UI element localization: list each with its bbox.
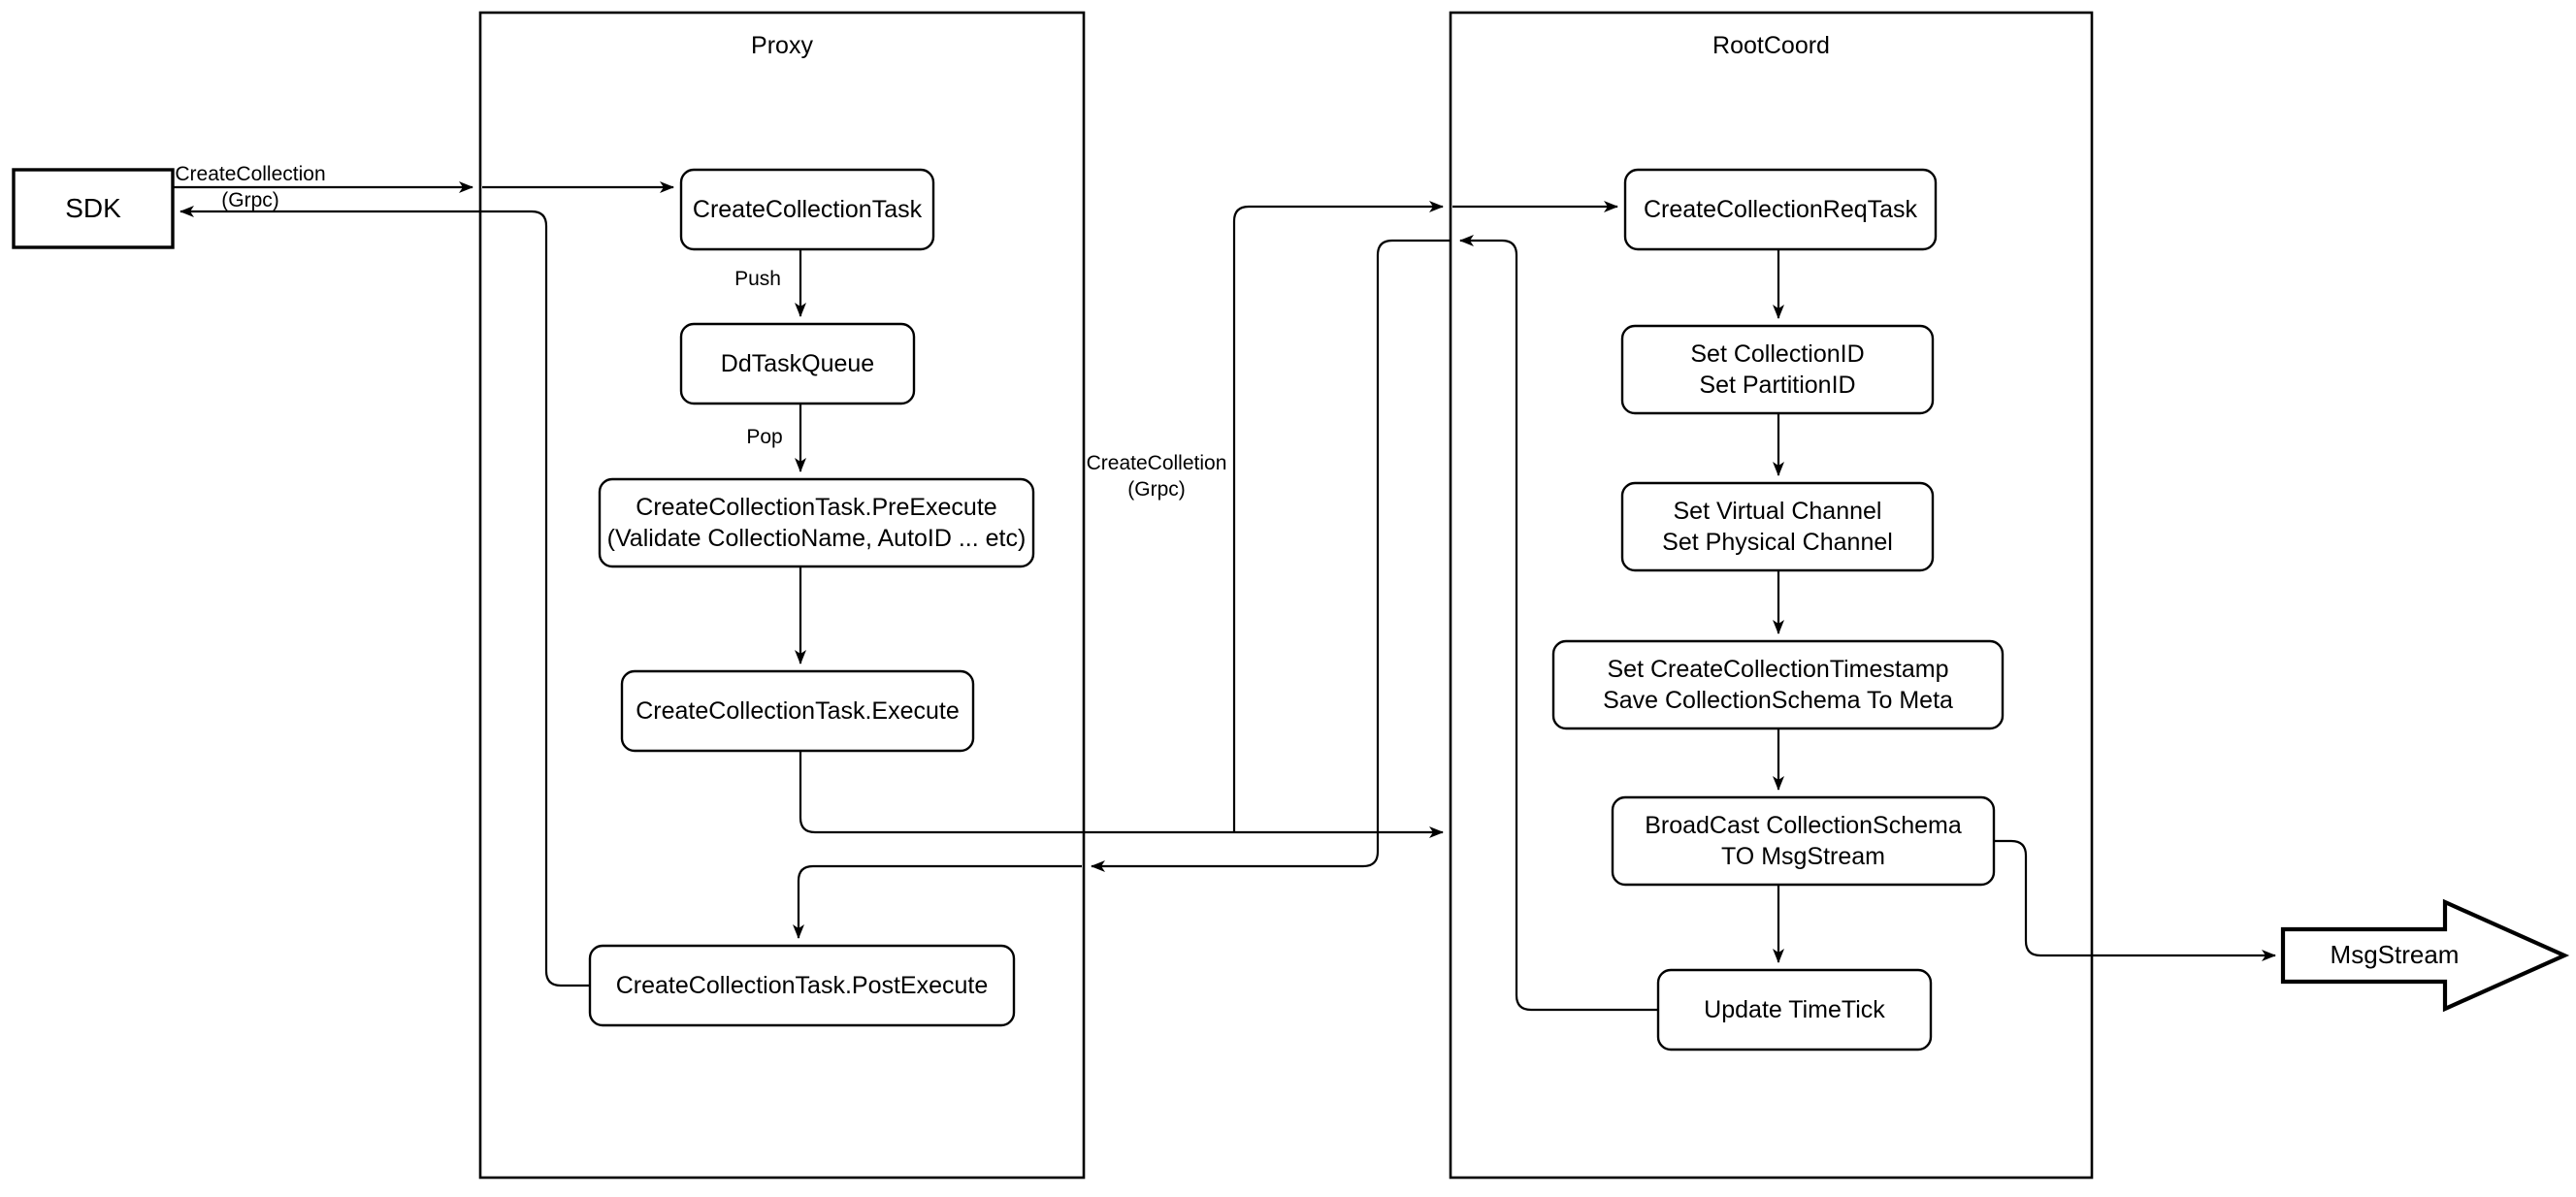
edge-label-line-2: (Grpc) — [221, 189, 279, 212]
edge-label-line-1: CreateColletion — [1086, 452, 1227, 474]
edge-response-to-proxy-boundary — [793, 864, 1082, 939]
node-set-channels — [1620, 481, 1935, 572]
node-broadcast-collection-schema — [1611, 795, 1996, 887]
edge-execute-to-rootcoord — [799, 751, 1444, 838]
node-set-timestamp-save-meta — [1551, 639, 2005, 730]
edge-rootcoord-response-out — [1091, 239, 1451, 872]
node-create-collection-task-execute — [620, 669, 975, 753]
edge-rootcoord-request-riser — [1232, 201, 1444, 832]
node-create-collection-task-postexecute — [588, 944, 1016, 1027]
edge-timetick-to-proxy — [1459, 235, 1658, 1012]
edge-label-pop-text: Pop — [746, 426, 783, 448]
container-title-rootcoord: RootCoord — [1712, 32, 1830, 59]
node-create-collection-task-preexecute — [598, 477, 1035, 568]
node-dd-task-queue — [679, 322, 916, 405]
edge-label-line-1: CreateCollection — [175, 163, 326, 185]
edge-label-createcolletion-grpc: CreateColletion (Grpc) — [1060, 450, 1254, 503]
edge-label-line-2: (Grpc) — [1127, 478, 1186, 501]
node-set-ids — [1620, 324, 1935, 415]
edge-label-push-text: Push — [734, 268, 781, 290]
node-update-timetick — [1656, 968, 1933, 1051]
node-msgstream-block-arrow — [2280, 898, 2570, 1013]
node-sdk — [12, 168, 175, 249]
node-create-collection-req-task — [1623, 168, 1938, 251]
node-create-collection-task — [679, 168, 935, 251]
container-title-proxy: Proxy — [751, 32, 813, 59]
edge-broadcast-to-msgstream — [1994, 839, 2276, 961]
edge-label-push: Push — [700, 266, 816, 292]
edge-postexecute-to-sdk — [179, 206, 590, 987]
edge-label-create-collection-grpc: CreateCollection (Grpc) — [153, 161, 347, 214]
edge-label-pop: Pop — [706, 424, 823, 450]
